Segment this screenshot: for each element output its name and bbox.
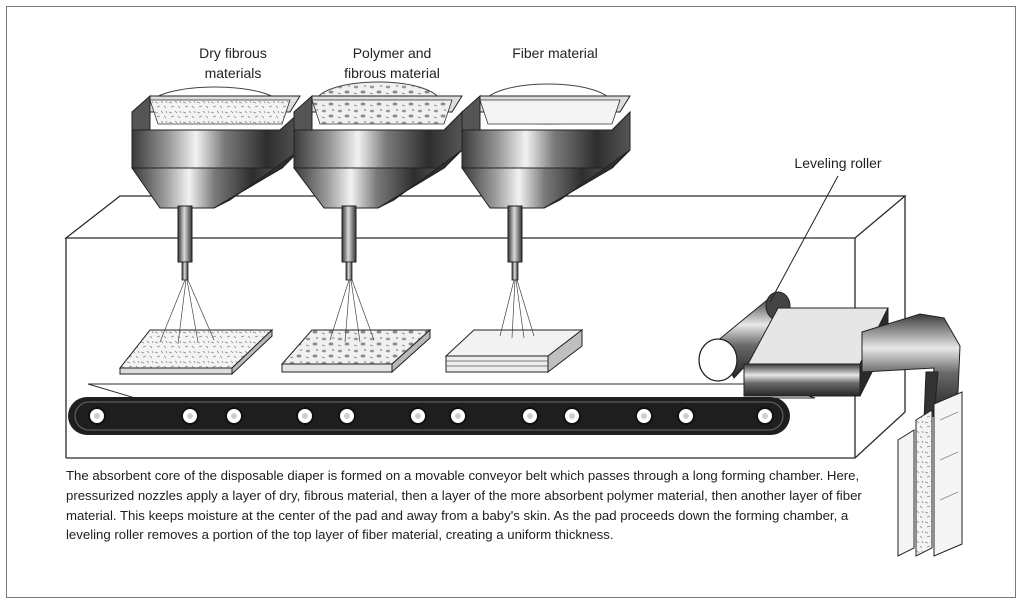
belt-wheel-hub [569, 413, 575, 419]
conveyor-belt [68, 383, 816, 435]
belt-wheel-hub [344, 413, 350, 419]
spray-2 [329, 279, 375, 343]
spray-1 [159, 279, 215, 345]
label-leveling-roller: Leveling roller [794, 155, 881, 171]
pad-1 [118, 328, 274, 376]
spray-3 [499, 279, 535, 339]
belt-wheel-hub [641, 413, 647, 419]
cut-diaper-pads [897, 391, 963, 557]
roller-leader-line [769, 175, 839, 303]
label-polymer-line1: Polymer and [353, 45, 432, 61]
figure-frame [6, 6, 1016, 598]
label-dry-fibrous-line1: Dry fibrous [199, 45, 267, 61]
label-polymer-line2: fibrous material [344, 65, 440, 81]
belt-wheel-hub [94, 413, 100, 419]
belt-wheel-hub [455, 413, 461, 419]
belt-wheel-hub [231, 413, 237, 419]
hopper-2 [293, 81, 463, 281]
belt-wheel-hub [683, 413, 689, 419]
belt-wheel-hub [302, 413, 308, 419]
belt-wheel-hub [187, 413, 193, 419]
belt-wheel-hub [762, 413, 768, 419]
leveling-roller [698, 291, 791, 382]
label-fiber-material: Fiber material [512, 45, 598, 61]
label-dry-fibrous-line2: materials [205, 65, 262, 81]
pad-3 [444, 328, 584, 374]
belt-wheel-hub [415, 413, 421, 419]
hopper-1 [131, 86, 301, 281]
hopper-3 [461, 83, 631, 281]
pad-2 [280, 328, 432, 374]
belt-wheel-hub [527, 413, 533, 419]
figure-caption: The absorbent core of the disposable dia… [66, 468, 862, 543]
